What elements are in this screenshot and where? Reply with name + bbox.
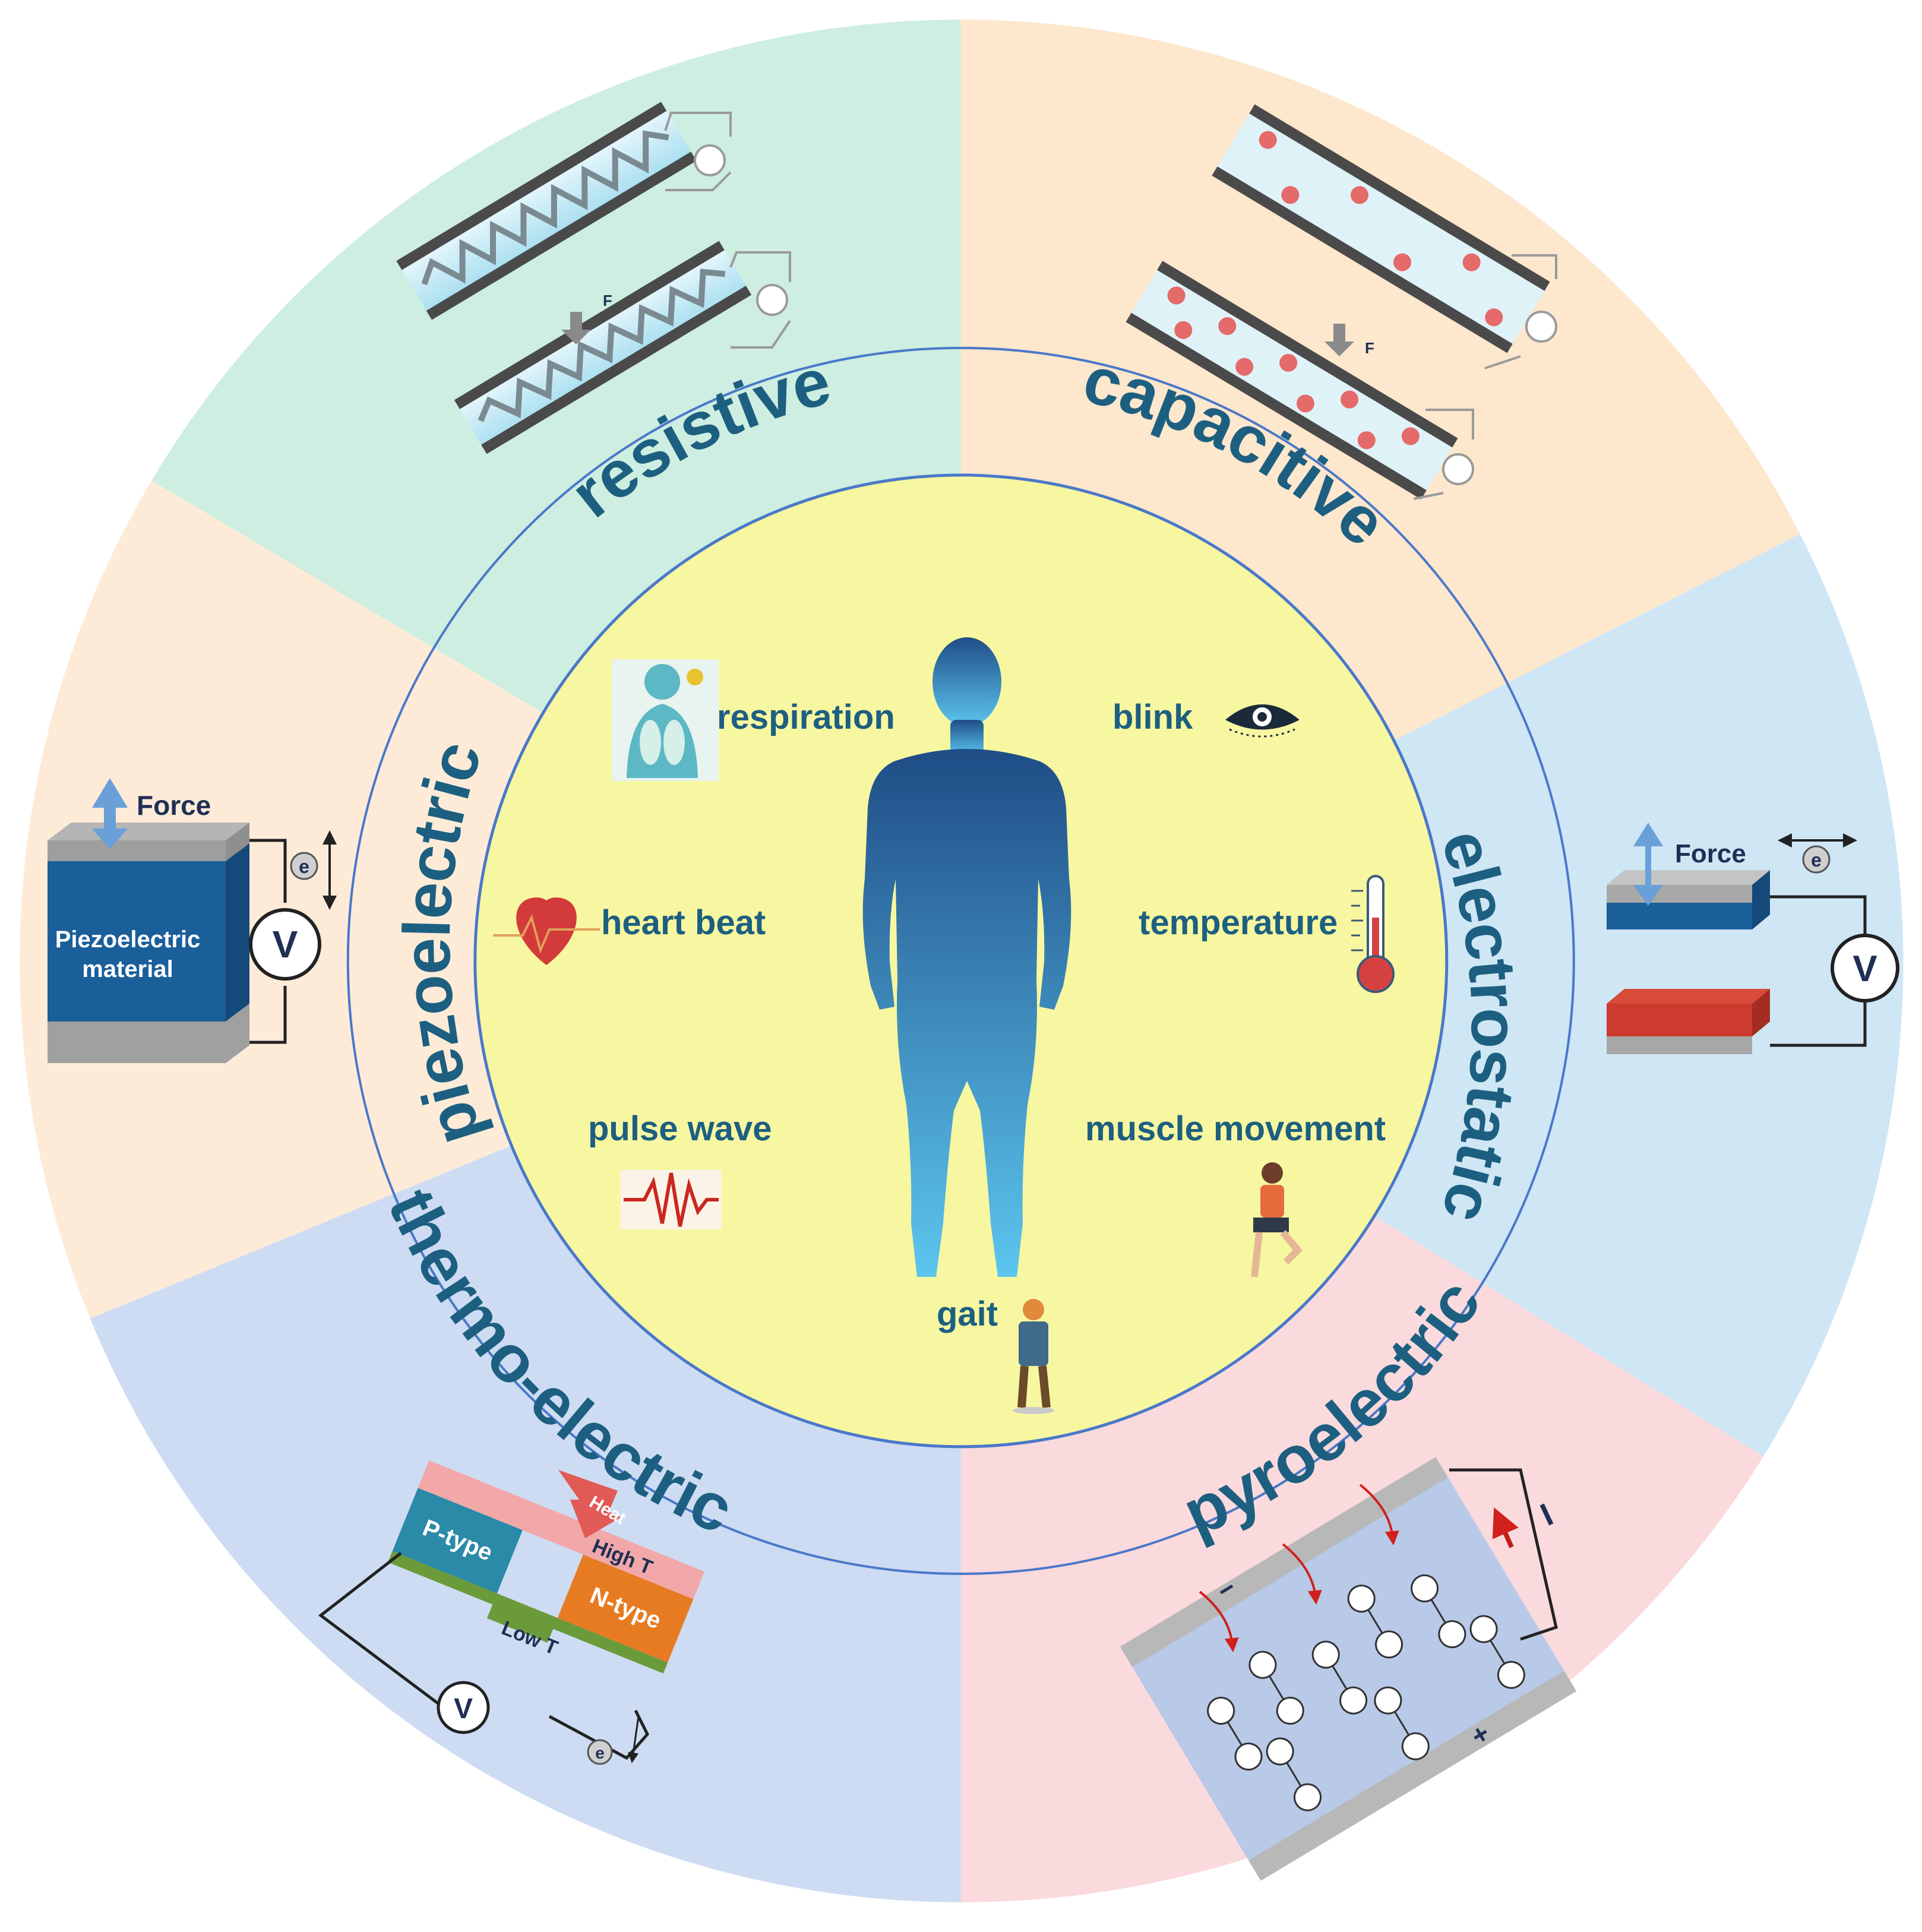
resistive-force-label: F xyxy=(603,292,612,309)
electro-force-arrow-icon xyxy=(1633,823,1663,906)
thermometer-icon xyxy=(1351,875,1395,993)
electro-force-label: Force xyxy=(1675,839,1746,868)
human-body-icon xyxy=(862,637,1071,1277)
force-arrow-icon xyxy=(92,778,128,849)
outer-ring-line xyxy=(346,346,1575,1575)
signal-heart-beat-label: heart beat xyxy=(601,903,766,942)
thermo-electron-label: e xyxy=(595,1744,605,1762)
signal-pulse-wave-label: pulse wave xyxy=(588,1109,772,1148)
thermoelectric-illustration: P-type N-type High T Low T Heat V e xyxy=(318,1460,705,1765)
electrostatic-illustration: Force e V xyxy=(1607,823,1899,1054)
signal-gait-label: gait xyxy=(937,1295,998,1333)
signal-muscle-movement-label: muscle movement xyxy=(1085,1109,1386,1148)
signal-blink-label: blink xyxy=(1112,698,1193,736)
eye-icon xyxy=(1225,704,1300,738)
signal-respiration-label: respiration xyxy=(717,698,895,736)
piezo-electron-label: e xyxy=(299,856,309,877)
resistive-illustration: F xyxy=(396,102,791,454)
runner-icon xyxy=(1251,1162,1303,1278)
piezoelectric-illustration: Piezoelectric material Force V e xyxy=(48,778,337,1063)
capacitive-force-label: F xyxy=(1365,339,1374,357)
electro-voltmeter-label: V xyxy=(1853,948,1877,989)
signals: respiration blink heart beat temperature… xyxy=(493,659,1395,1414)
walking-person-icon xyxy=(1013,1299,1054,1414)
piezo-voltmeter-label: V xyxy=(273,923,298,966)
capacitive-illustration: F xyxy=(1126,104,1557,500)
thermo-voltmeter-label: V xyxy=(454,1693,473,1725)
piezo-force-label: Force xyxy=(137,790,211,821)
heart-icon xyxy=(493,897,600,965)
pyroelectric-illustration: − + xyxy=(1120,1457,1577,1881)
electro-electron-label: e xyxy=(1811,849,1822,871)
respiration-icon xyxy=(612,659,719,781)
pulse-wave-icon xyxy=(621,1170,722,1229)
signal-temperature-label: temperature xyxy=(1139,903,1338,942)
piezo-material-line2: material xyxy=(82,956,173,982)
piezo-material-line1: Piezoelectric xyxy=(55,927,201,953)
